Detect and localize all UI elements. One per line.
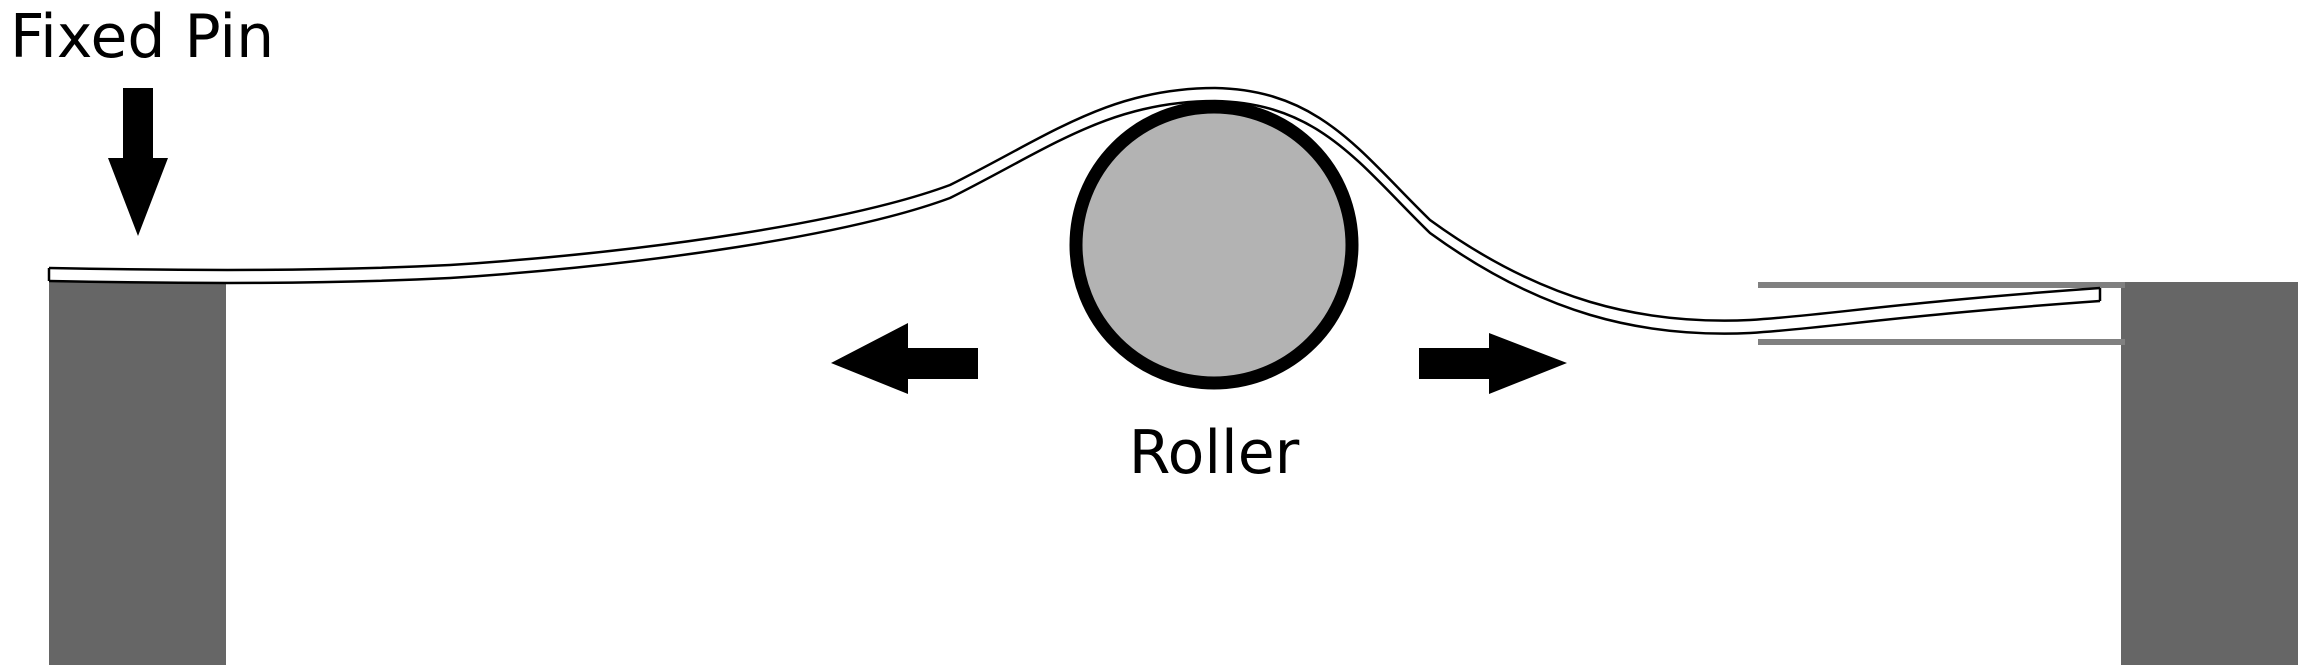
arrow-down-icon (108, 88, 168, 236)
left-support (49, 282, 226, 665)
strip-top-edge (48, 86, 2101, 322)
roller-label: Roller (1129, 418, 1300, 488)
strip-bottom-edge (48, 99, 2101, 335)
arrow-right-icon (1419, 333, 1567, 394)
fixed-pin-label: Fixed Pin (10, 2, 274, 72)
roller (1069, 100, 1359, 390)
arrow-left-icon (831, 323, 978, 394)
right-support (2121, 282, 2298, 665)
flexible-strip (47, 86, 2102, 335)
